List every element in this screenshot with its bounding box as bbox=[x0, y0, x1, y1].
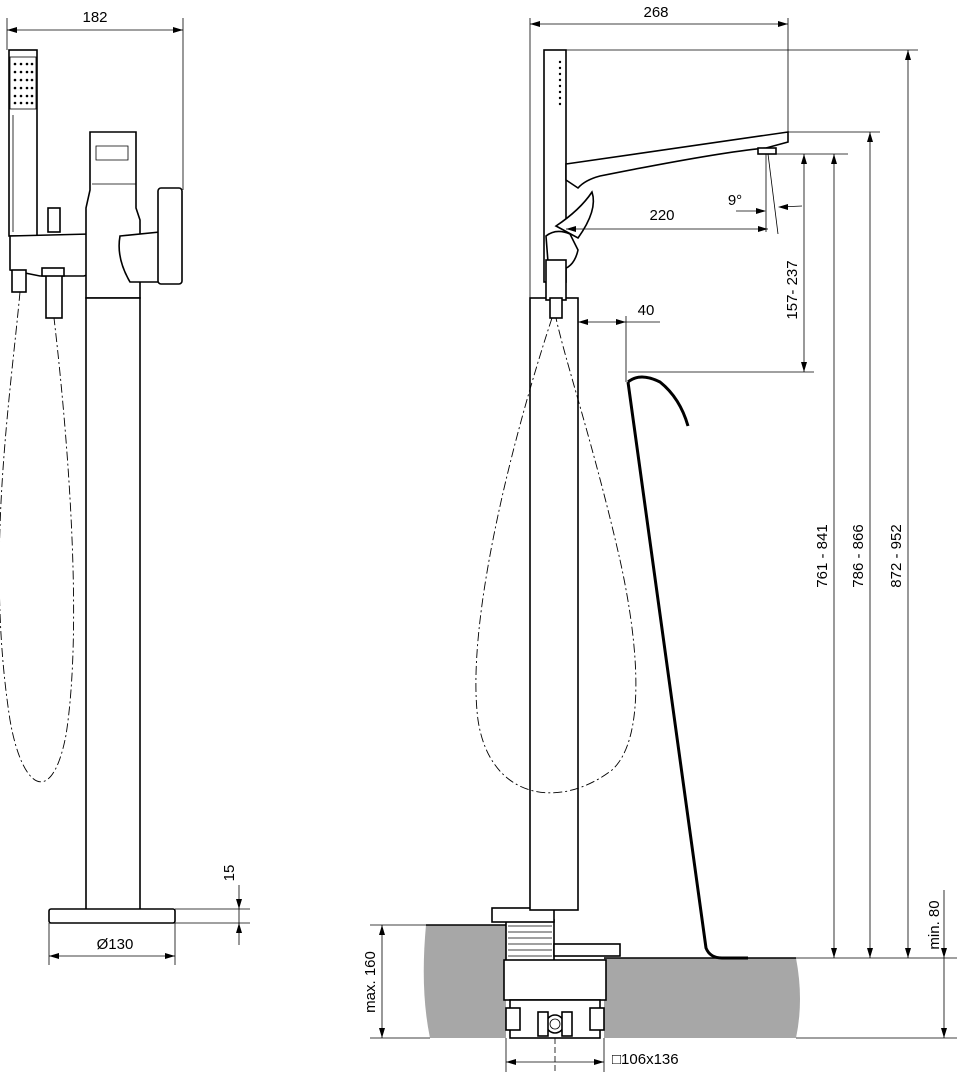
total-height-label: 872 - 952 bbox=[888, 524, 905, 587]
floor-right bbox=[604, 958, 800, 1038]
front-hose bbox=[0, 291, 75, 783]
front-column bbox=[85, 297, 141, 911]
floor-min-label: min. 80 bbox=[926, 900, 943, 949]
front-view: 182 bbox=[0, 9, 250, 965]
base-thickness-label: 15 bbox=[221, 865, 238, 882]
side-view: 268 220 9° 40 157- 237 761 - bbox=[362, 4, 957, 1072]
floor-max-depth-label: max. 160 bbox=[362, 951, 379, 1013]
base-diameter-label: Ø130 bbox=[97, 936, 134, 953]
box-size-label: □106x136 bbox=[612, 1051, 679, 1068]
hose-clearance-label: 40 bbox=[638, 302, 655, 319]
spout-top-height-label: 786 - 866 bbox=[850, 524, 867, 587]
spout-reach-label: 220 bbox=[649, 207, 674, 224]
side-base-flange bbox=[491, 907, 555, 923]
spout-angle-label: 9° bbox=[728, 192, 742, 209]
outlet-height-label: 761 - 841 bbox=[814, 524, 831, 587]
side-column bbox=[529, 297, 579, 911]
front-width-label: 182 bbox=[82, 9, 107, 26]
lever-handle bbox=[157, 187, 183, 285]
floor-left bbox=[423, 925, 506, 1038]
total-width-label: 268 bbox=[643, 4, 668, 21]
side-hose bbox=[475, 317, 637, 794]
bath-edge bbox=[626, 381, 748, 960]
side-spout bbox=[565, 131, 789, 190]
spout-height-label: 157- 237 bbox=[784, 260, 801, 319]
shower-nozzles bbox=[13, 62, 34, 105]
front-base bbox=[48, 908, 176, 924]
